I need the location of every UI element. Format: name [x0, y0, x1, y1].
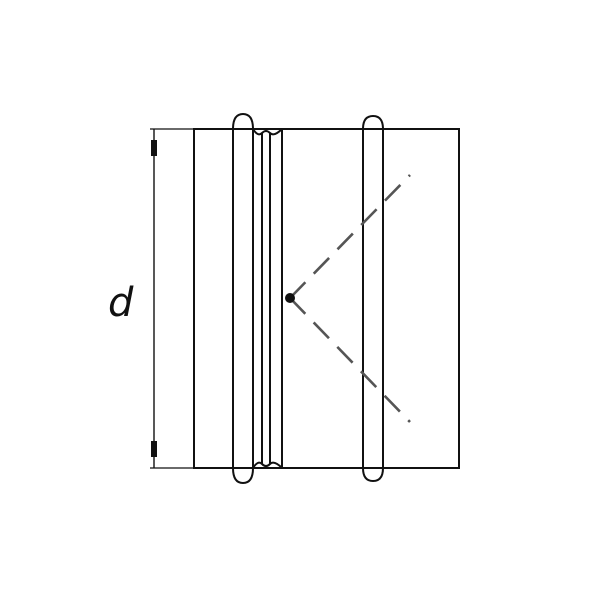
- dimension-arrow-top: [151, 140, 157, 156]
- dimension-arrow-bottom: [151, 441, 157, 457]
- flap-lower-dashed: [289, 297, 411, 423]
- pivot-point: [285, 293, 295, 303]
- groove-bottom-curl: [252, 461, 283, 469]
- flap-upper-dashed: [289, 174, 411, 299]
- right-bead: [362, 114, 384, 483]
- groove-top-curl: [252, 128, 283, 136]
- left-bead: [232, 112, 254, 485]
- dimension-label: d: [108, 280, 134, 326]
- coupling-body-outline: [193, 128, 460, 469]
